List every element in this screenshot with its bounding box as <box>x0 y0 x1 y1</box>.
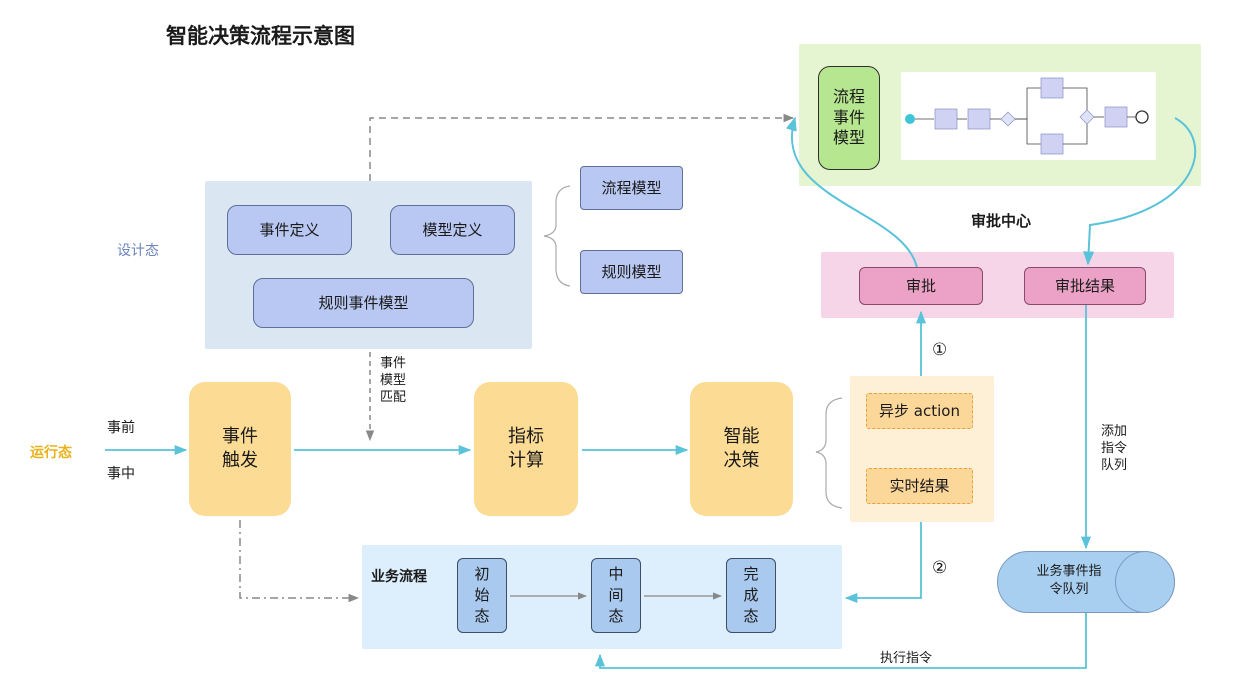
approve-box: 审批 <box>859 267 983 305</box>
bpmn-thumbnail <box>901 72 1156 160</box>
bpmn-thumbnail-graphic <box>905 77 1149 155</box>
command-queue: 业务事件指 令队列 <box>997 551 1175 613</box>
step-two-marker: ② <box>932 558 948 578</box>
model-definition-box: 模型定义 <box>390 205 515 255</box>
rule-model-box: 规则模型 <box>580 250 683 294</box>
realtime-result-box: 实时结果 <box>866 468 973 504</box>
design-to-model-dashed <box>369 113 795 181</box>
design-brace <box>543 185 571 287</box>
runtime-state-label: 运行态 <box>30 445 72 461</box>
approve-to-model-curve <box>785 116 918 269</box>
business-flow-label: 业务流程 <box>371 569 427 585</box>
queue-to-flow <box>594 612 1087 669</box>
event-definition-box: 事件定义 <box>227 205 352 255</box>
match-label: 事件 模型 匹配 <box>380 356 407 405</box>
initial-state-box: 初 始 态 <box>457 558 507 633</box>
model-to-result-curve <box>1083 117 1197 266</box>
approval-center-label: 审批中心 <box>971 212 1032 230</box>
rule-event-model-box: 规则事件模型 <box>253 278 474 328</box>
event-trigger-box: 事件 触发 <box>189 382 291 516</box>
add-queue-label: 添加 指令 队列 <box>1101 424 1128 473</box>
flow-model-box: 流程模型 <box>580 166 683 210</box>
queue-label: 业务事件指 令队列 <box>1036 564 1102 597</box>
queue-end-cap <box>1115 551 1175 613</box>
process-event-model-box: 流程 事件 模型 <box>818 66 880 170</box>
execute-command-label: 执行指令 <box>880 651 933 666</box>
middle-state-box: 中 间 态 <box>591 558 641 633</box>
diagram-title: 智能决策流程示意图 <box>166 24 355 48</box>
before-label: 事前 <box>107 420 135 436</box>
step-one-marker: ① <box>932 340 948 360</box>
design-state-label: 设计态 <box>117 243 159 259</box>
decision-brace <box>815 397 843 509</box>
approve-result-box: 审批结果 <box>1024 267 1146 305</box>
async-action-box: 异步 action <box>866 393 973 429</box>
during-label: 事中 <box>107 466 135 482</box>
done-state-box: 完 成 态 <box>726 558 776 633</box>
trigger-to-flow <box>239 520 360 603</box>
realtime-to-flow <box>844 522 922 604</box>
metric-calc-box: 指标 计算 <box>474 382 578 516</box>
smart-decision-box: 智能 决策 <box>690 382 793 516</box>
